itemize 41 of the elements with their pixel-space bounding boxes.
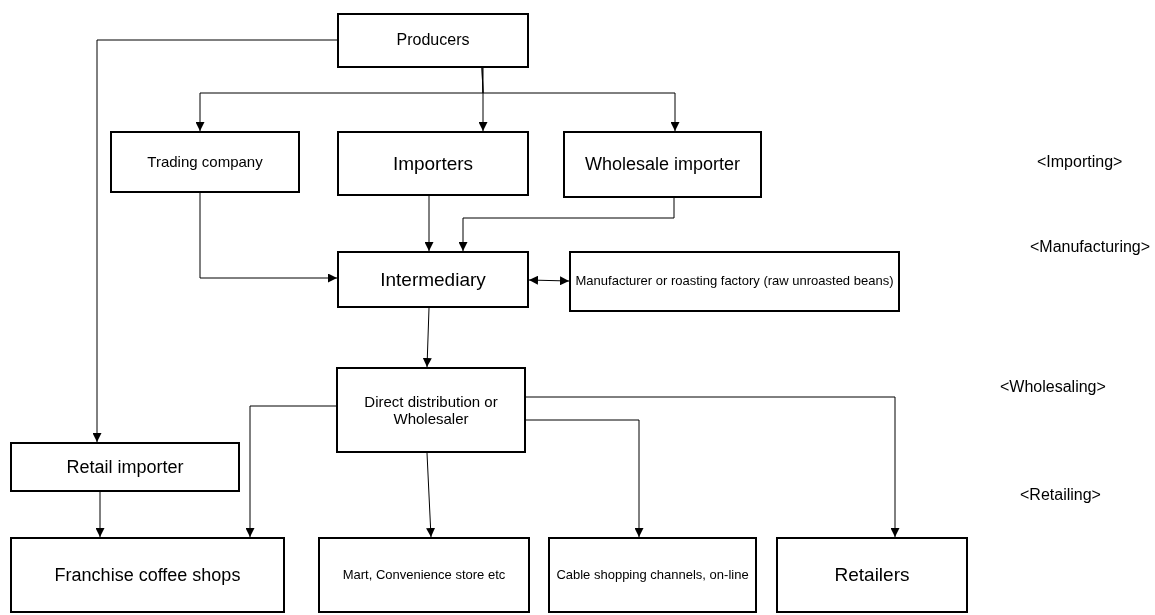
arrow: [528, 275, 570, 286]
process-box: [10, 442, 240, 492]
box-label: Trading company: [146, 153, 264, 171]
box-label: Direct distribution or Wholesaler: [363, 392, 499, 428]
arrow: [525, 396, 900, 538]
process-box: [337, 13, 529, 68]
process-box: [548, 537, 757, 613]
arrow: [92, 39, 338, 443]
process-box: [337, 131, 529, 196]
arrow: [95, 491, 105, 538]
box-label: Importers: [391, 152, 475, 175]
box-label: Wholesale importer: [583, 154, 742, 175]
arrow: [458, 197, 675, 252]
box-label: Manufacturer or roasting factory (raw unroasted beans): [574, 274, 895, 289]
box-label: Franchise coffee shops: [53, 564, 242, 586]
arrow: [424, 195, 434, 252]
arrow: [426, 452, 436, 538]
stage-label: <Wholesaling>: [1000, 378, 1106, 396]
process-box: [776, 537, 968, 613]
box-label: Mart, Convenience store etc: [341, 567, 507, 583]
box-label: Producers: [395, 31, 471, 50]
arrow: [525, 419, 644, 538]
arrow: [199, 192, 338, 283]
box-label: Retail importer: [65, 456, 185, 478]
arrow: [245, 405, 337, 538]
process-box: [563, 131, 762, 198]
arrow: [422, 307, 432, 368]
process-box: [337, 251, 529, 308]
process-box: [110, 131, 300, 193]
arrow: [478, 67, 488, 132]
process-box: [10, 537, 285, 613]
box-label: Intermediary: [379, 268, 487, 291]
box-label: Cable shopping channels, on-line: [555, 567, 750, 583]
stage-label: <Retailing>: [1020, 486, 1101, 504]
box-label: Retailers: [833, 564, 911, 586]
process-box: [318, 537, 530, 613]
stage-label: <Importing>: [1037, 153, 1123, 171]
stage-label: <Manufacturing>: [1030, 238, 1151, 256]
arrow: [481, 67, 680, 132]
process-box: [569, 251, 900, 312]
process-box: [336, 367, 526, 453]
